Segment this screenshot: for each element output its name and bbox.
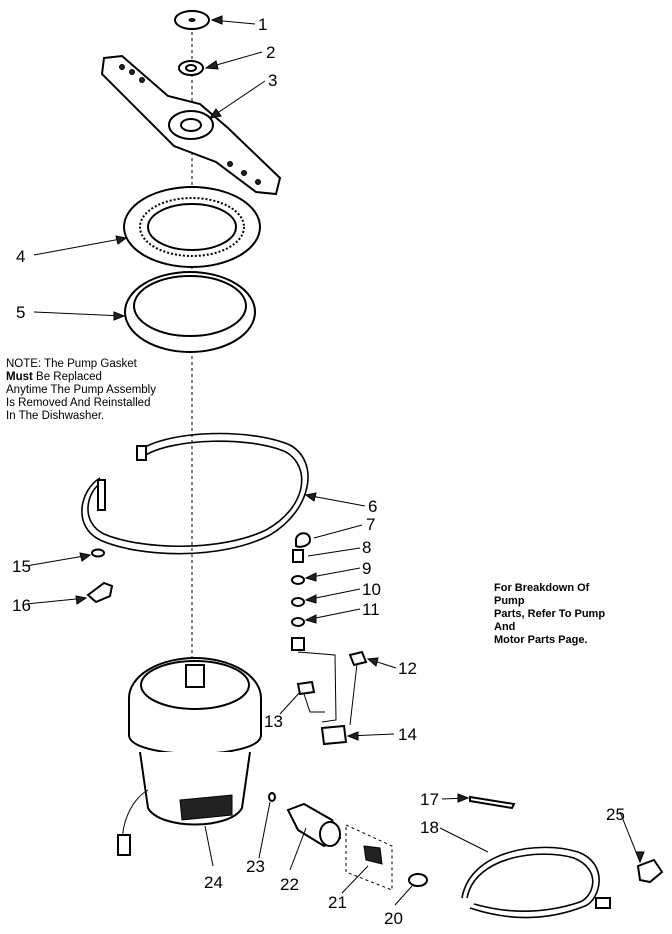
part-24-pump-motor [117, 657, 262, 856]
note-line-4: Is Removed And Reinstalled [6, 397, 151, 409]
callout-10: 8 [362, 538, 371, 557]
callout-16: 14 [398, 725, 417, 744]
callout-7: 3 [268, 71, 277, 90]
callout-12: 10 [362, 580, 381, 599]
part-18-drain-hose [461, 846, 611, 919]
parts-9-13-fittings [291, 532, 312, 651]
note-line-3: Anytime The Pump Assembly [6, 384, 156, 396]
callout-3: 5 [16, 303, 25, 322]
callout-4: 4 [16, 247, 25, 266]
callout-23: 23 [246, 857, 265, 876]
part-20-clamp [408, 873, 428, 887]
part-2-washer [91, 548, 105, 558]
callout-9: 7 [366, 515, 375, 534]
callout-2: 15 [12, 557, 31, 576]
part-1-clip [86, 581, 114, 604]
note-line-2-bold: Must [6, 371, 33, 383]
arrowheads [75, 15, 645, 864]
breakdown-line-3: Parts, Refer To Pump [494, 608, 606, 620]
breakdown-line-5: Motor Parts Page. [494, 634, 588, 646]
callout-1: 16 [12, 596, 31, 615]
part-21-bracket [345, 824, 393, 891]
part-7-spray-arm [100, 54, 282, 196]
part-6-nut [178, 60, 204, 76]
callout-25: 25 [606, 805, 625, 824]
part-4-filter-ring [123, 186, 261, 268]
leader-lines [25, 19, 641, 906]
callout-17: 17 [420, 790, 439, 809]
part-22-sensor [286, 802, 342, 848]
breakdown-line-2: Pump [494, 595, 525, 607]
callout-21: 21 [328, 893, 347, 912]
callout-15: 13 [264, 712, 283, 731]
parts-14-16-brackets [296, 650, 368, 746]
note-pump-gasket: NOTE: The Pump Gasket Must Be Replaced A… [6, 358, 156, 423]
callout-20: 20 [384, 909, 403, 928]
note-breakdown: For Breakdown Of Pump Parts, Refer To Pu… [494, 582, 605, 647]
part-25-connector [636, 858, 664, 884]
part-17-strip [469, 795, 516, 810]
part-8-hose-loop [81, 432, 309, 555]
callout-24: 24 [204, 873, 223, 892]
part-5-cap [174, 10, 210, 30]
callout-11: 9 [362, 559, 371, 578]
note-line-5: In The Dishwasher. [6, 410, 105, 422]
callout-6: 2 [266, 43, 275, 62]
note-line-1: NOTE: The Pump Gasket [6, 358, 137, 370]
callout-22: 22 [280, 875, 299, 894]
callout-8: 6 [368, 497, 377, 516]
callout-18: 18 [420, 818, 439, 837]
breakdown-line-4: And [494, 621, 516, 633]
breakdown-line-1: For Breakdown Of [494, 582, 590, 594]
callout-5: 1 [258, 15, 267, 34]
callout-13: 11 [362, 600, 380, 619]
part-3-pump-gasket [124, 271, 256, 353]
callout-14: 12 [398, 659, 417, 678]
part-23-o-ring [268, 792, 276, 802]
note-line-2: Be Replaced [32, 371, 102, 383]
